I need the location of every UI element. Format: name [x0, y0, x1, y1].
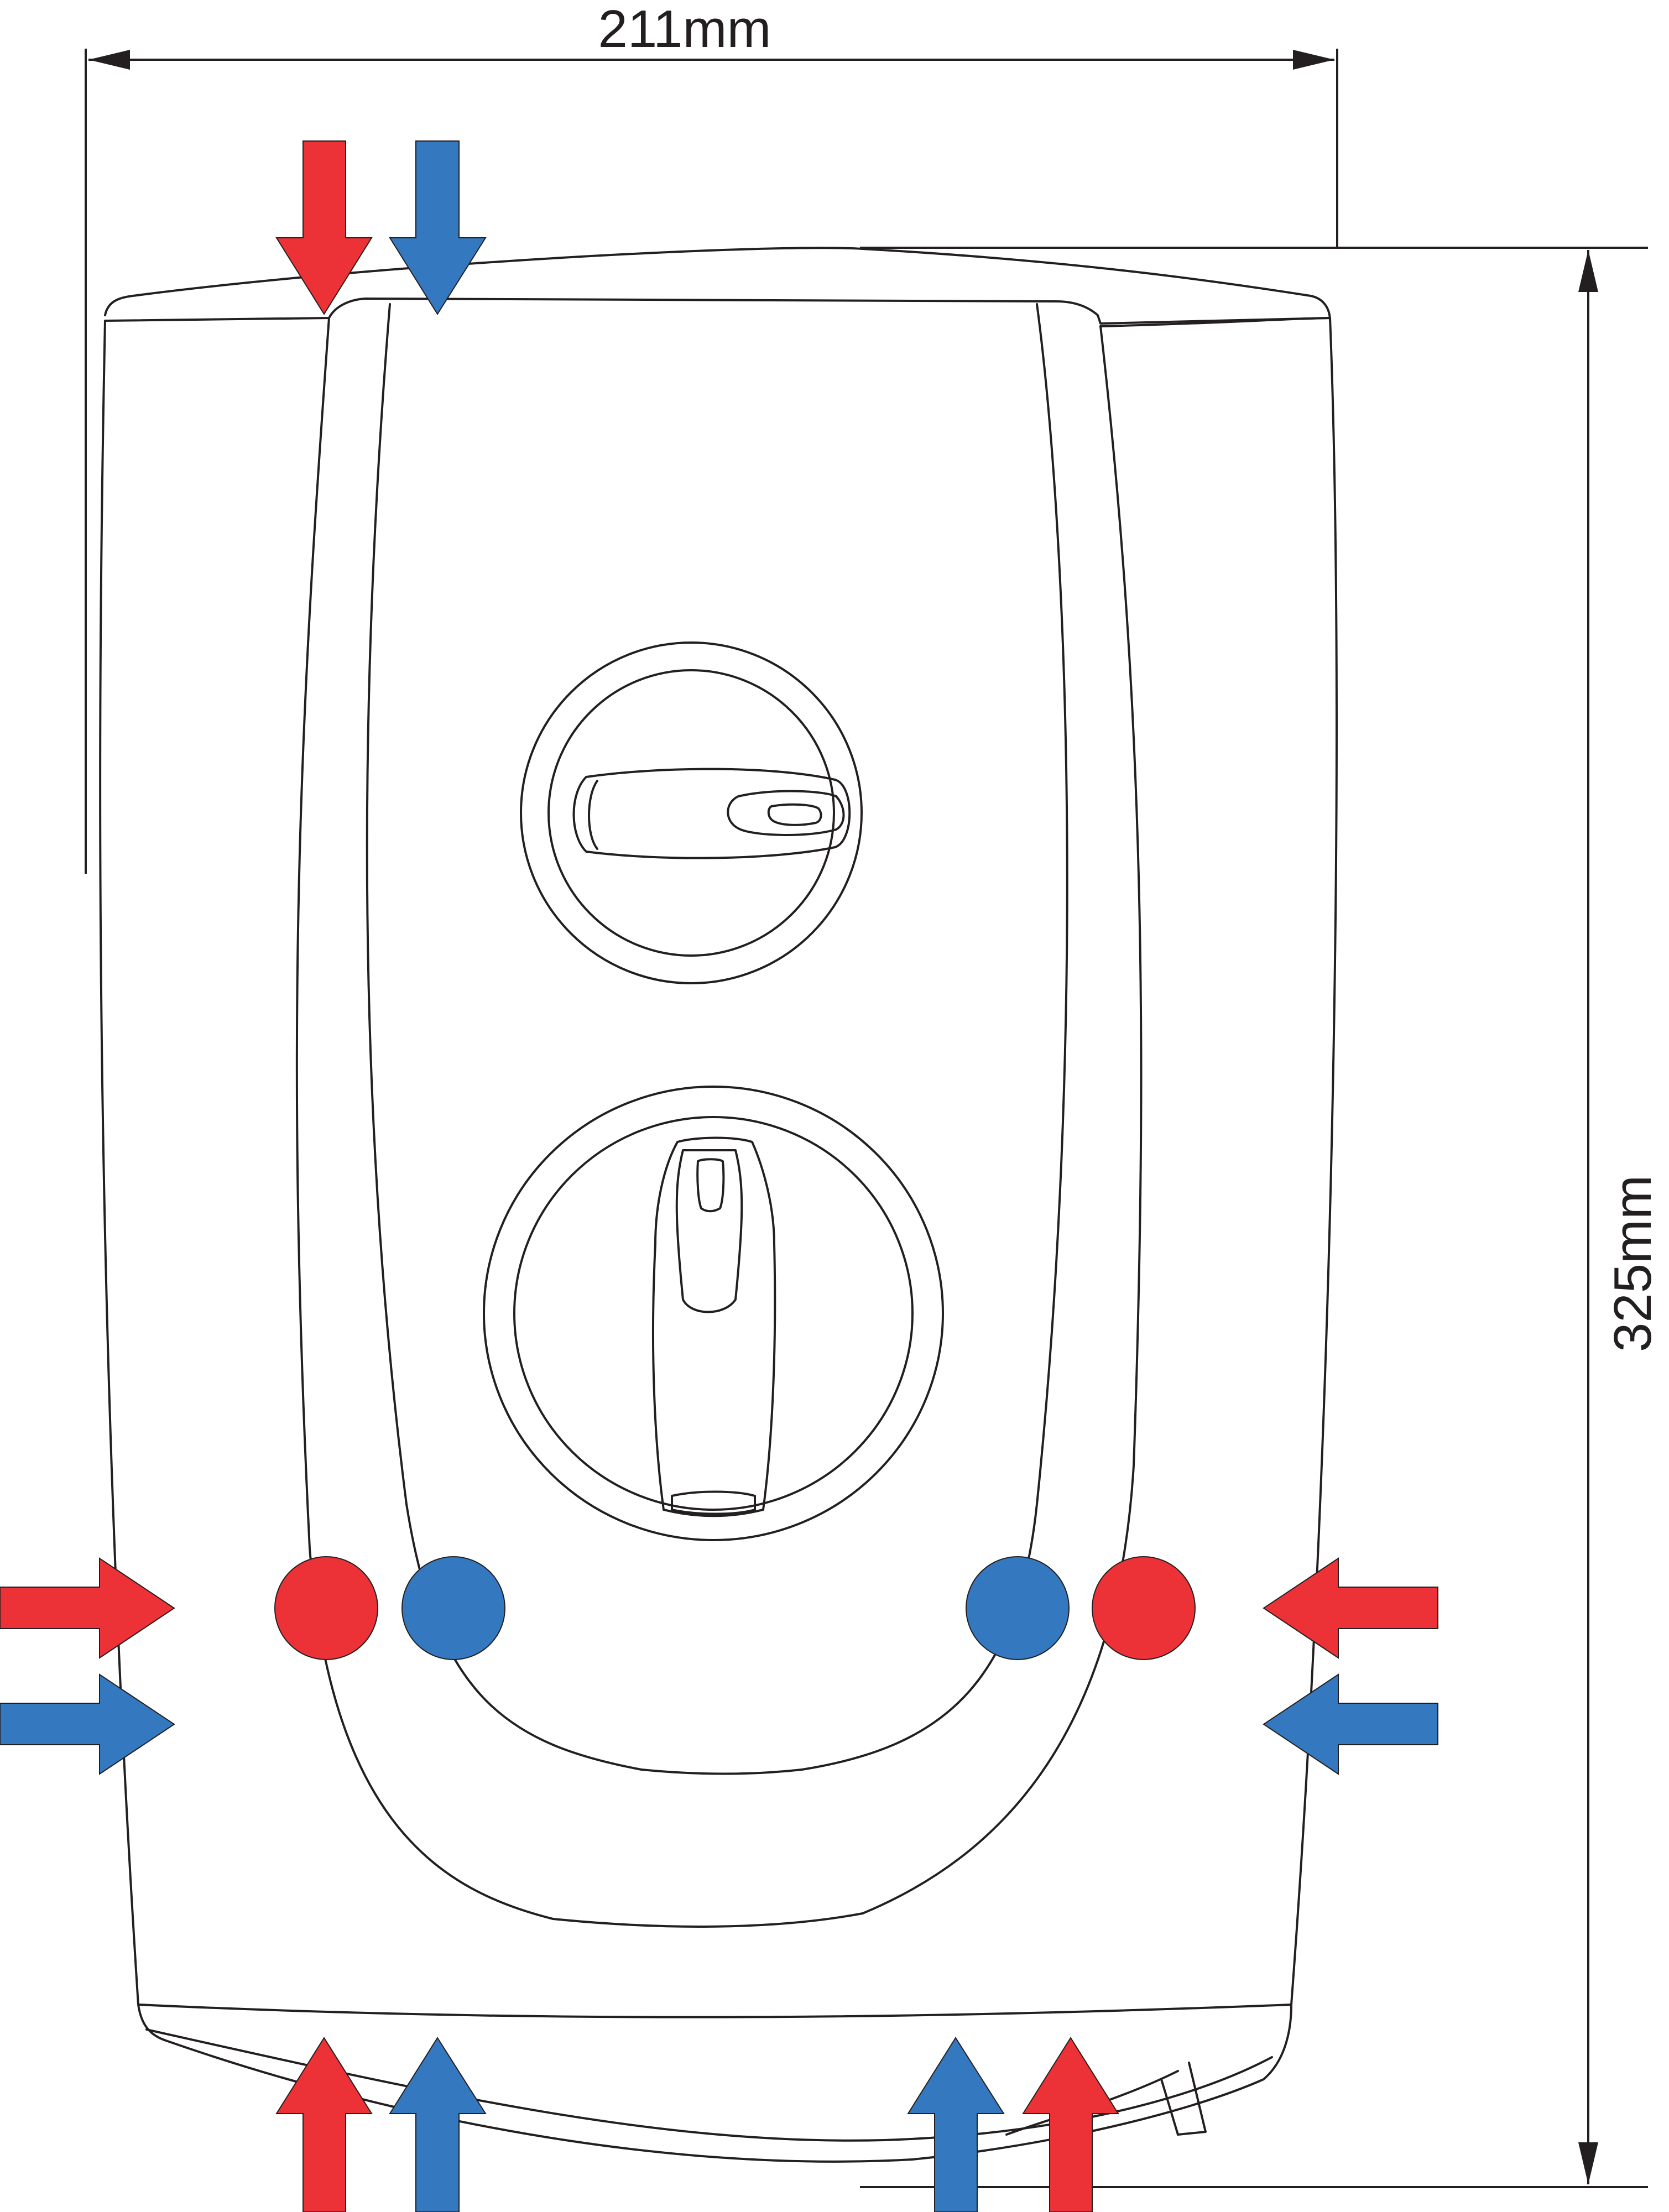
bottom-left-hot-inlet-arrow-icon [275, 2037, 373, 2212]
width-dimension-label: 211mm [598, 0, 771, 59]
bottom-left-cold-inlet-arrow-icon [389, 2037, 487, 2212]
left-hot-inlet-arrow-icon [0, 1557, 175, 1659]
power-selector-dial-icon [483, 1086, 944, 1541]
right-rear-hot-inlet-icon [1092, 1556, 1196, 1660]
left-rear-cold-inlet-icon [401, 1556, 505, 1660]
right-cold-inlet-arrow-icon [1263, 1673, 1438, 1775]
width-dimension: 211mm [85, 0, 1338, 874]
temperature-dial-icon [520, 641, 863, 984]
bottom-right-hot-inlet-arrow-icon [1022, 2037, 1119, 2212]
height-dimension: 325mm [860, 247, 1662, 2188]
bottom-right-cold-inlet-arrow-icon [907, 2037, 1005, 2212]
left-cold-inlet-arrow-icon [0, 1673, 175, 1775]
right-rear-cold-inlet-icon [966, 1556, 1070, 1660]
height-dimension-label: 325mm [1603, 1175, 1662, 1352]
left-rear-hot-inlet-icon [274, 1556, 378, 1660]
top-cold-inlet-arrow-icon [389, 140, 487, 315]
shower-body [99, 247, 1338, 2163]
right-hot-inlet-arrow-icon [1263, 1557, 1438, 1659]
top-hot-inlet-arrow-icon [275, 140, 373, 315]
